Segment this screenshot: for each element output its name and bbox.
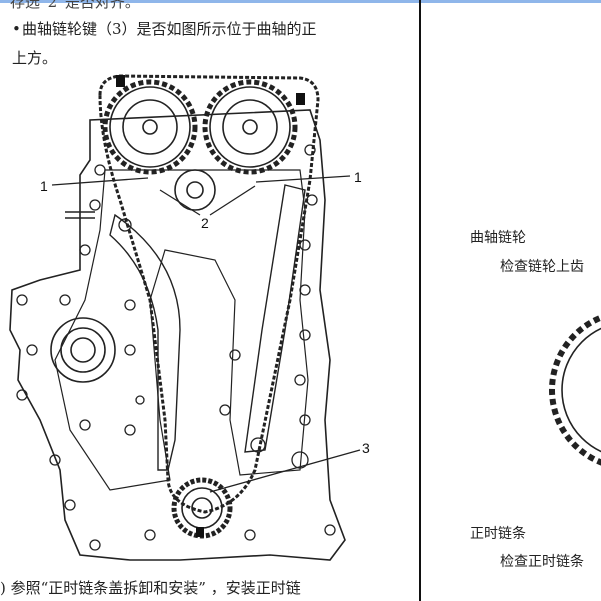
timing-chain	[98, 74, 320, 514]
engine-timing-diagram: 1 1 2 3	[9, 74, 370, 561]
left-chain-guide	[109, 213, 181, 471]
left-cam-sprocket	[102, 79, 198, 175]
timing-chain-heading: 正时链条	[470, 525, 526, 541]
idler-hub	[174, 169, 216, 211]
block-inner-contour	[54, 169, 309, 491]
right-cam-sprocket	[202, 79, 298, 175]
instruction-line-1: 曲轴链轮键（3）是否如图所示位于曲轴的正	[22, 20, 317, 38]
callout-1-left: 1	[40, 178, 48, 194]
partial-sprocket-illustration	[549, 314, 601, 466]
timing-chain-check: 检查正时链条	[500, 553, 584, 569]
engine-block-outline	[9, 109, 346, 561]
chain-mark-right	[296, 93, 305, 105]
bullet-point: •	[12, 20, 21, 38]
callout-1-right: 1	[354, 169, 362, 185]
column-divider	[419, 0, 421, 601]
crank-sprocket-heading: 曲轴链轮	[470, 229, 526, 245]
top-accent-line	[0, 0, 601, 3]
callout-2: 2	[201, 215, 209, 231]
idler-hub-center	[186, 181, 204, 199]
chain-mark-left	[116, 75, 125, 87]
water-pump	[50, 317, 116, 383]
instruction-line-2: 上方。	[12, 49, 58, 67]
chain-mark-crank	[196, 527, 204, 537]
cropped-header-text: 存选“2”是否对齐。	[10, 0, 140, 11]
step-instruction: ) 参照“正时链条盖拆卸和安装” ，安装正时链	[0, 579, 301, 597]
callout-3: 3	[362, 440, 370, 456]
left-shaft-stub	[65, 211, 95, 219]
crank-sprocket-check: 检查链轮上齿	[500, 258, 584, 274]
block-bolts	[16, 144, 336, 551]
right-chain-tensioner	[244, 184, 306, 453]
